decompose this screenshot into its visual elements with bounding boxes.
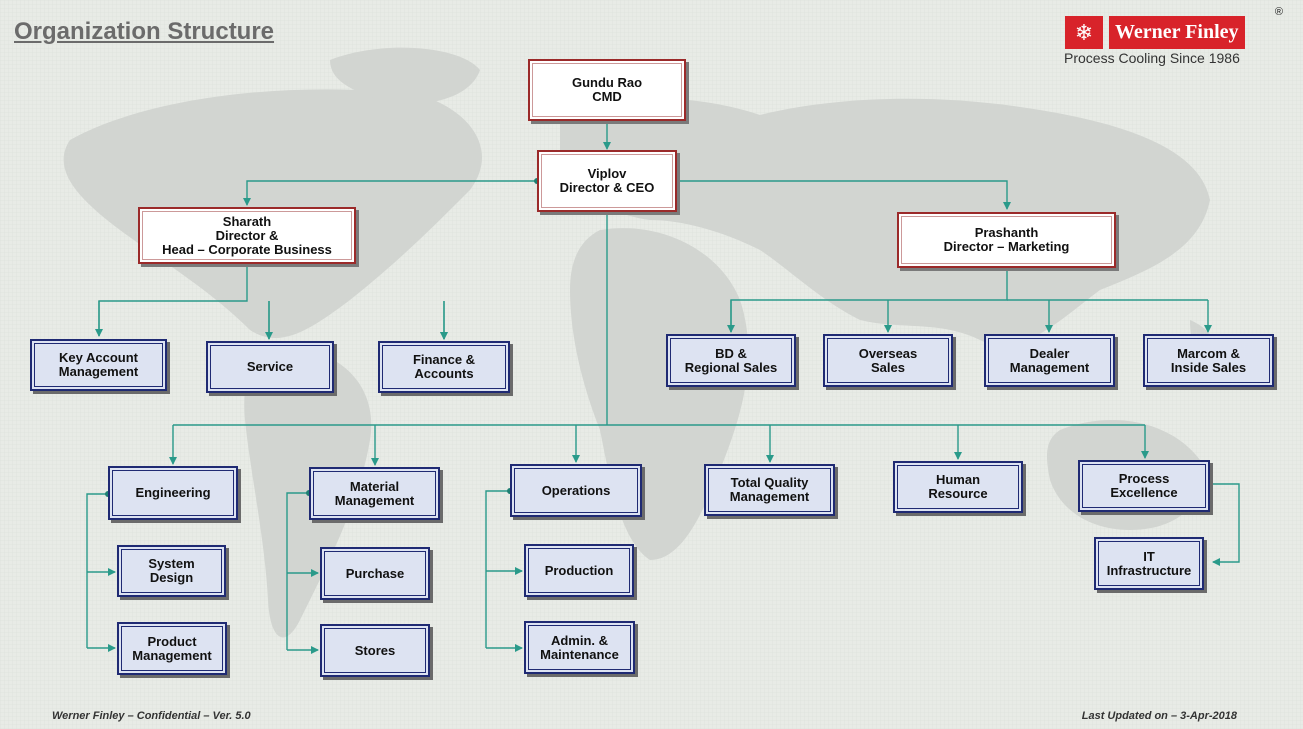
node-stores: Stores bbox=[320, 624, 430, 677]
node-process-excellence: Process Excellence bbox=[1078, 460, 1210, 512]
node-finance-accounts: Finance & Accounts bbox=[378, 341, 510, 393]
node-material-management: Material Management bbox=[309, 467, 440, 520]
node-prashanth: Prashanth Director – Marketing bbox=[897, 212, 1116, 268]
footer-left: Werner Finley – Confidential – Ver. 5.0 bbox=[52, 710, 251, 722]
sharath-branch-connector bbox=[98, 264, 444, 339]
prashanth-branch-connector bbox=[730, 268, 1008, 332]
node-engineering: Engineering bbox=[108, 466, 238, 520]
snowflake-icon: ❄ bbox=[1065, 16, 1103, 49]
node-bd-regional-sales: BD & Regional Sales bbox=[666, 334, 796, 387]
ceo-to-prashanth-connector bbox=[677, 180, 1011, 210]
logo-wordmark: Werner Finley bbox=[1109, 16, 1245, 49]
node-service: Service bbox=[206, 341, 334, 393]
node-overseas-sales: Overseas Sales bbox=[823, 334, 953, 387]
node-admin-maintenance: Admin. & Maintenance bbox=[524, 621, 635, 674]
node-human-resource: Human Resource bbox=[893, 461, 1023, 513]
node-ceo: Viplov Director & CEO bbox=[537, 150, 677, 212]
node-purchase: Purchase bbox=[320, 547, 430, 600]
node-system-design: System Design bbox=[117, 545, 226, 597]
node-it-infrastructure: IT Infrastructure bbox=[1094, 537, 1204, 590]
node-marcom-inside-sales: Marcom & Inside Sales bbox=[1143, 334, 1274, 387]
node-sharath: Sharath Director & Head – Corporate Busi… bbox=[138, 207, 356, 264]
node-key-account-management: Key Account Management bbox=[30, 339, 167, 391]
logo-tagline: Process Cooling Since 1986 bbox=[1064, 50, 1240, 66]
node-cmd: Gundu Rao CMD bbox=[528, 59, 686, 121]
engineering-sub-connector bbox=[86, 493, 108, 648]
node-operations: Operations bbox=[510, 464, 642, 517]
process-to-it-connector bbox=[1210, 483, 1240, 566]
ceo-to-sharath-connector bbox=[243, 180, 537, 206]
node-total-quality-management: Total Quality Management bbox=[704, 464, 835, 516]
node-product-management: Product Management bbox=[117, 622, 227, 675]
node-dealer-management: Dealer Management bbox=[984, 334, 1115, 387]
company-logo: ❄ Werner Finley ® Process Cooling Since … bbox=[1062, 6, 1287, 66]
operations-sub-connector bbox=[485, 490, 510, 648]
registered-mark: ® bbox=[1274, 6, 1283, 18]
material-sub-connector bbox=[286, 492, 309, 650]
footer-right: Last Updated on – 3-Apr-2018 bbox=[1081, 710, 1237, 722]
page-title: Organization Structure bbox=[14, 18, 275, 45]
node-production: Production bbox=[524, 544, 634, 597]
